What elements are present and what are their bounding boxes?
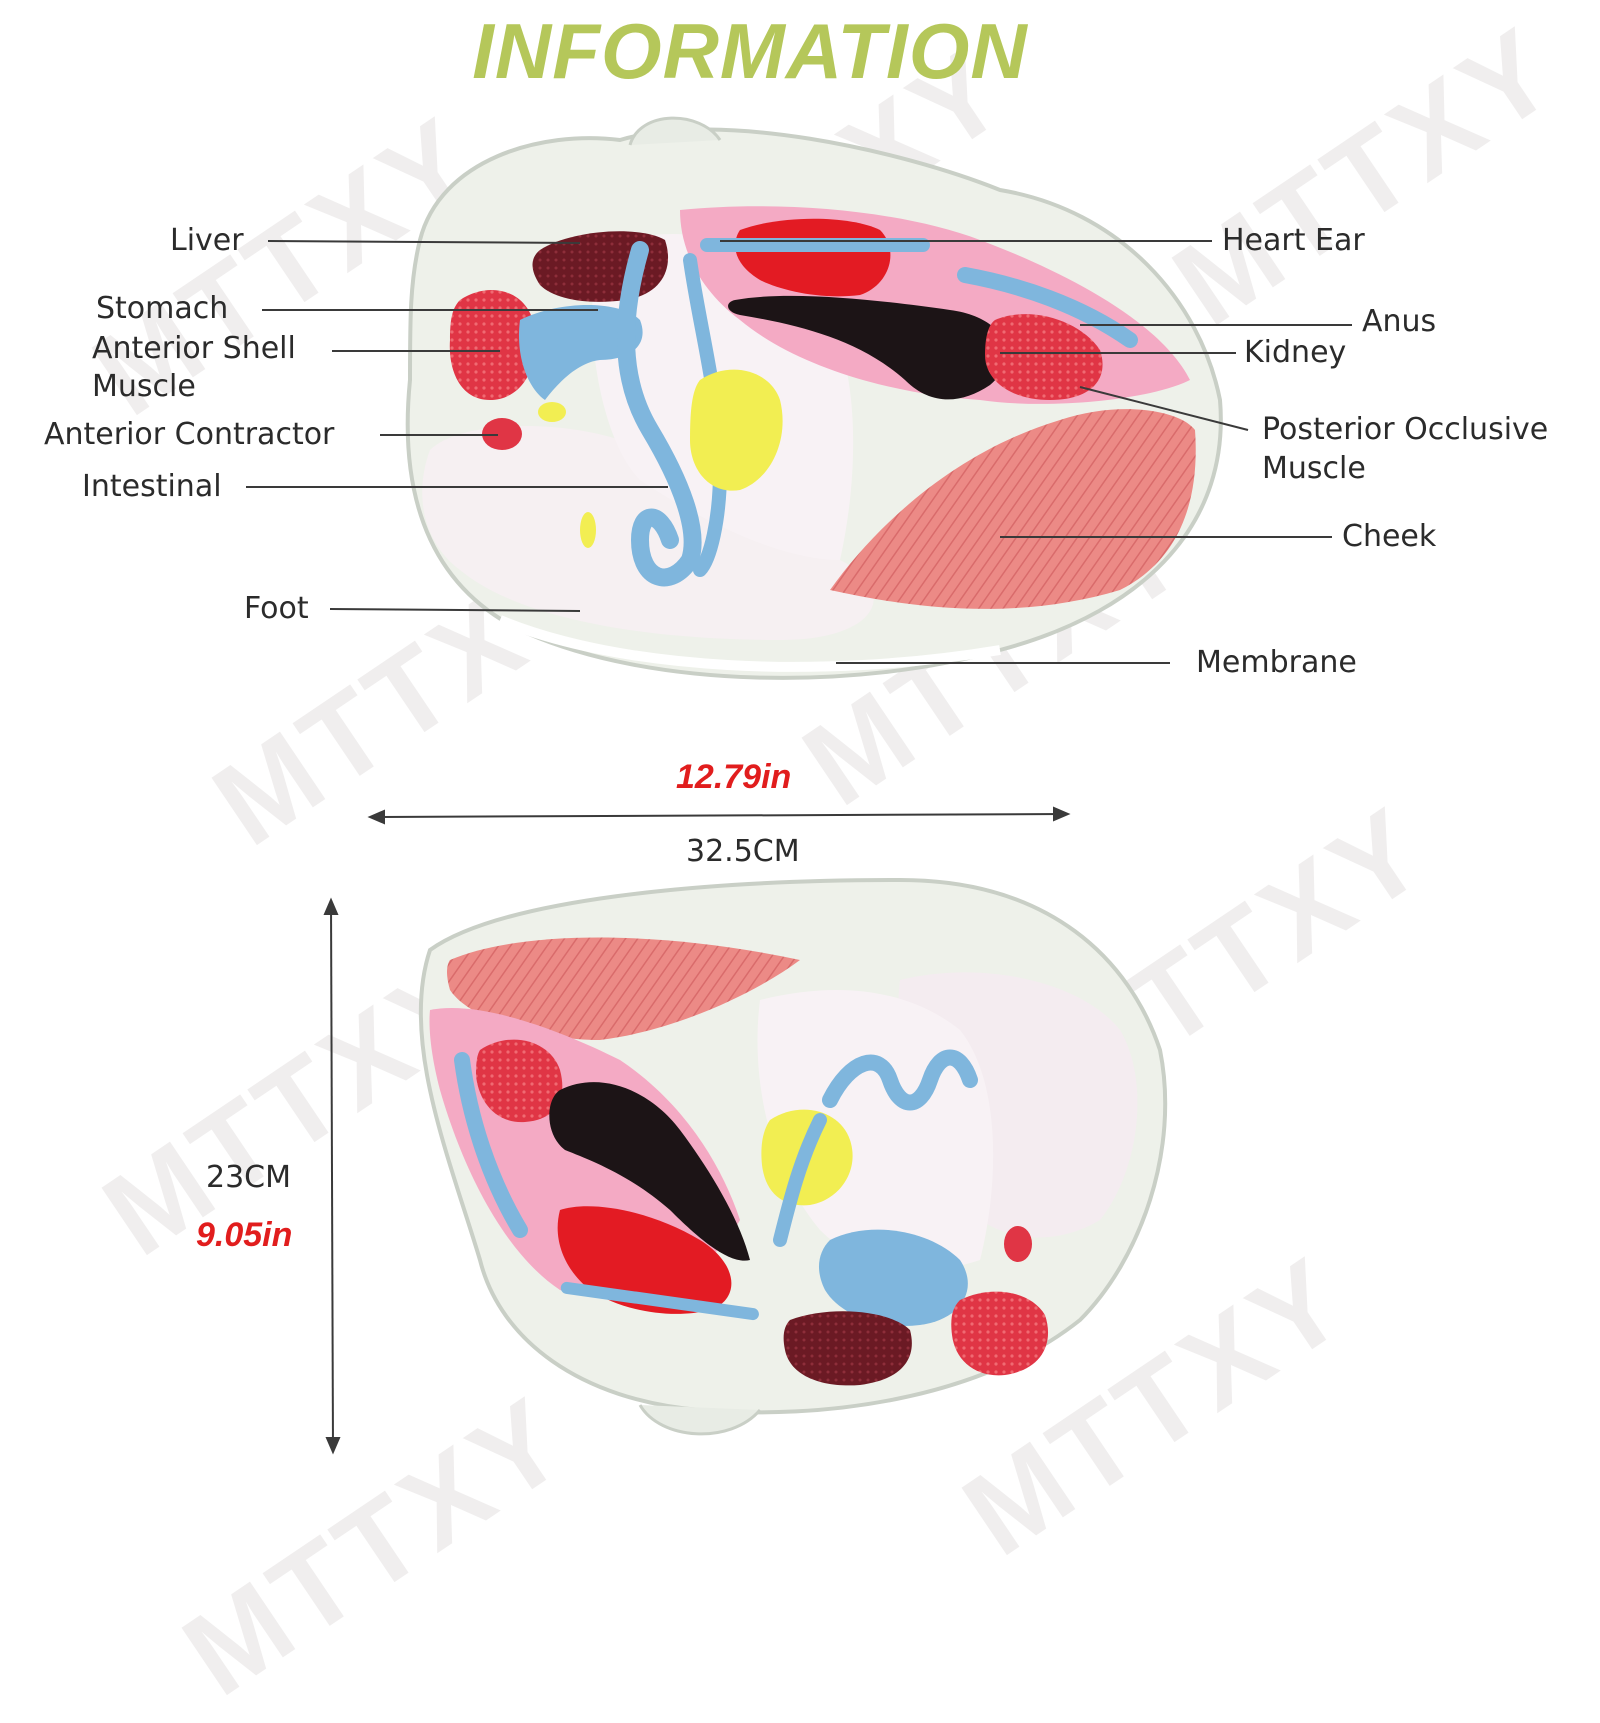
height-arrow (323, 897, 341, 1455)
diagram-stage: MTTXY MTTXY MTTXY MTTXY MTTXY MTTXY MTTX… (44, 1, 1581, 1721)
shell-umbo (628, 116, 722, 146)
black-organ (549, 1082, 750, 1261)
stomach-organ (818, 1229, 968, 1326)
height-inches: 9.05in (196, 1216, 293, 1254)
width-centimeters: 32.5CM (686, 834, 800, 869)
width-inches: 12.79in (676, 758, 792, 796)
kidney-organ (476, 1039, 563, 1123)
leader-lines (246, 240, 1352, 664)
intestine-tube (617, 241, 702, 587)
yellow-gland (690, 369, 783, 491)
intestine-tube (773, 1113, 827, 1247)
label-kidney: Kidney (1244, 335, 1347, 370)
label-membrane: Membrane (1196, 645, 1357, 680)
liver-organ (783, 1311, 912, 1386)
stomach-organ (519, 305, 643, 400)
cheek-muscle (830, 409, 1196, 609)
heart-ear-vessel (560, 1281, 759, 1321)
label-stomach: Stomach (96, 291, 229, 326)
label-anterior-contractor: Anterior Contractor (44, 417, 335, 452)
anterior-contractor-muscle (482, 418, 522, 450)
label-posterior-occlusive-muscle-line2: Muscle (1262, 451, 1366, 486)
label-anterior-shell-muscle-line1: Anterior Shell (92, 331, 296, 366)
label-foot: Foot (244, 591, 309, 626)
label-intestinal: Intestinal (82, 469, 222, 504)
anterior-contractor-muscle (1004, 1226, 1032, 1262)
label-posterior-occlusive-muscle-line1: Posterior Occlusive (1262, 412, 1549, 447)
height-centimeters: 23CM (206, 1160, 292, 1195)
top-model (405, 116, 1223, 680)
membrane-edge (498, 615, 1001, 672)
width-arrow (367, 806, 1071, 825)
shell-umbo (638, 1404, 762, 1436)
label-anus: Anus (1362, 304, 1437, 339)
bottom-model (418, 877, 1168, 1436)
anterior-shell-muscle (951, 1291, 1049, 1376)
label-heart-ear: Heart Ear (1222, 223, 1365, 258)
label-anterior-shell-muscle-line2: Muscle (92, 369, 196, 404)
intestine-tube (822, 1049, 978, 1111)
black-organ (728, 295, 1007, 400)
cheek-muscle (447, 937, 800, 1040)
yellow-gland-small (538, 402, 566, 422)
kidney-organ (985, 314, 1103, 400)
anus-duct (957, 267, 1138, 348)
clam-model-illustration (246, 116, 1352, 1455)
anterior-shell-muscle (449, 290, 536, 400)
page-title: INFORMATION (472, 7, 1028, 95)
yellow-gland-small (580, 512, 596, 548)
anus-duct (454, 1052, 528, 1238)
label-liver: Liver (170, 223, 244, 258)
label-cheek: Cheek (1342, 519, 1437, 554)
